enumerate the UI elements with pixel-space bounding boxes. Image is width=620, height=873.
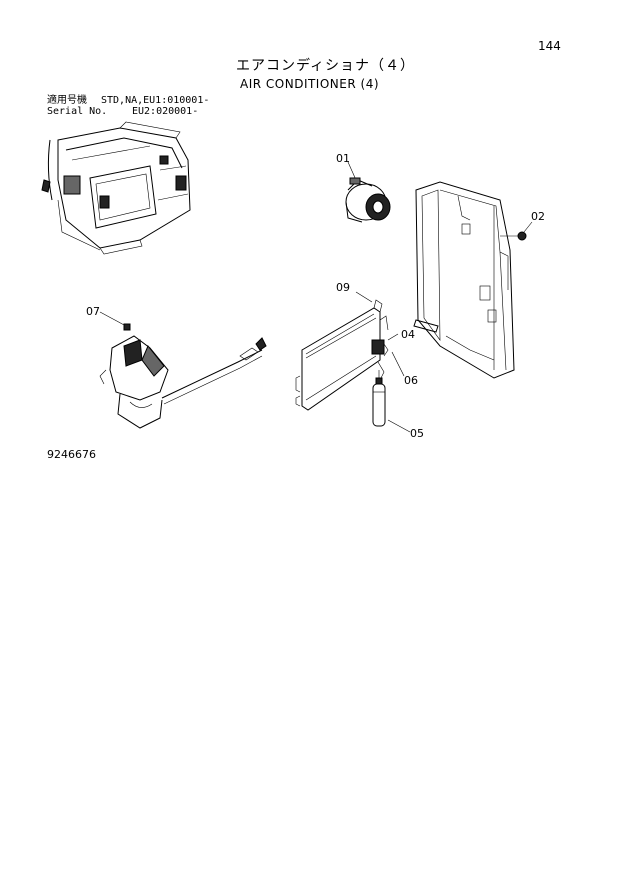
receiver-dryer-part-05 [372, 370, 411, 433]
callout-05: 05 [410, 427, 424, 440]
frame-panel [413, 181, 515, 379]
fitting-part-06 [377, 351, 405, 381]
bracket-part-04 [371, 333, 399, 357]
serial-range-1: STD,NA,EU1:010001- [101, 95, 210, 106]
excavator-cab-illustration [41, 121, 191, 255]
callout-02: 02 [531, 210, 545, 223]
bolt-part-02 [500, 221, 533, 241]
serial-range-2: EU2:020001- [132, 106, 199, 117]
page-number: 144 [538, 39, 561, 53]
callout-07: 07 [86, 305, 100, 318]
page-title-japanese: エアコンディショナ（４） [236, 58, 416, 74]
serial-label-japanese: 適用号機 [47, 95, 87, 106]
callout-01: 01 [336, 152, 350, 165]
serial-label-english: Serial No. [47, 106, 108, 117]
callout-06: 06 [404, 374, 418, 387]
callout-04: 04 [401, 328, 415, 341]
condenser-part-09 [295, 291, 389, 411]
page-title-english: AIR CONDITIONER (4) [240, 77, 380, 91]
callout-09: 09 [336, 281, 350, 294]
compressor-part-01 [345, 161, 391, 223]
hose-assembly-part-07 [99, 311, 267, 429]
drawing-number: 9246676 [47, 448, 96, 461]
